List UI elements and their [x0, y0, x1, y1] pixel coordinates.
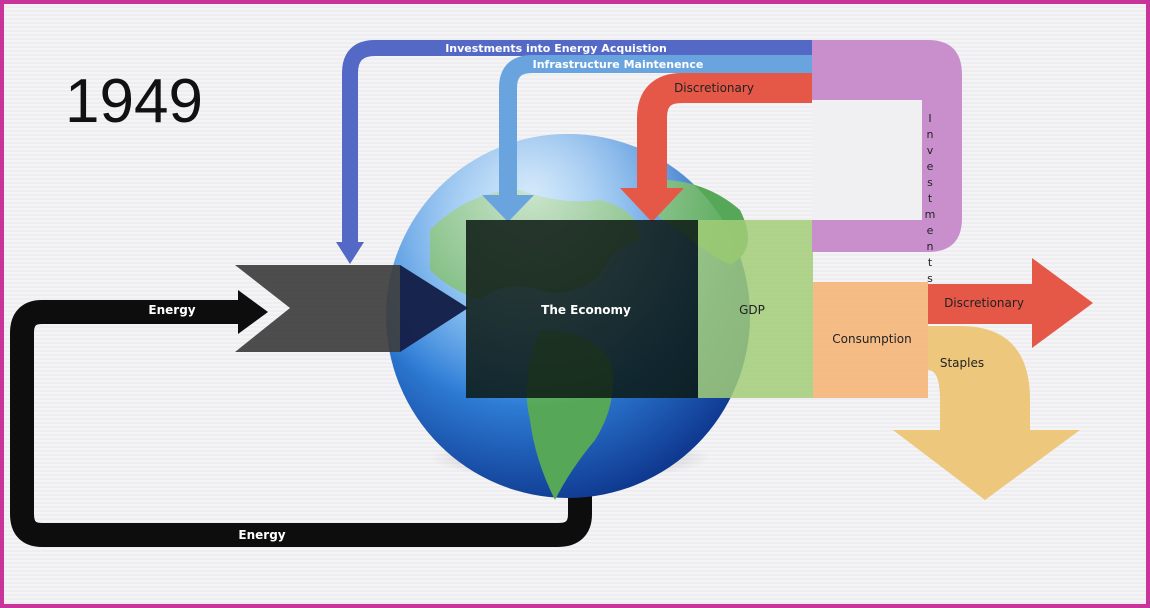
gdp-label: GDP: [739, 303, 765, 317]
discretionary-loop-flow: [637, 73, 812, 188]
investments-energy-arrowhead: [336, 242, 364, 264]
infrastructure-flow: [499, 55, 812, 195]
investments-vertical-label: Investments: [924, 112, 937, 288]
consumption-box: [813, 282, 928, 398]
economy-label: The Economy: [541, 303, 631, 317]
consumption-label: Consumption: [832, 332, 911, 346]
energy-loop-label: Energy: [238, 528, 285, 542]
investments-loop-hole: [812, 100, 922, 220]
staples-flow: [893, 326, 1080, 500]
gdp-box: [698, 220, 813, 398]
energy-loop-flow: [10, 300, 592, 547]
economy-box: [466, 220, 698, 398]
discretionary-loop-label: Discretionary: [674, 81, 754, 95]
discretionary-output-label: Discretionary: [944, 296, 1024, 310]
discretionary-loop-arrowhead: [620, 188, 684, 222]
year-title: 1949: [65, 67, 203, 136]
investments-energy-flow: [342, 40, 812, 245]
energy-input-label: Energy: [148, 303, 195, 317]
investments-energy-label: Investments into Energy Acquistion: [445, 42, 667, 55]
energy-input-arrow-tip: [400, 265, 468, 352]
energy-loop-arrowhead: [238, 290, 268, 334]
discretionary-output-arrow: [928, 258, 1093, 348]
staples-label: Staples: [940, 356, 984, 370]
infrastructure-label: Infrastructure Maintenence: [533, 58, 704, 71]
infrastructure-arrowhead: [482, 195, 534, 222]
